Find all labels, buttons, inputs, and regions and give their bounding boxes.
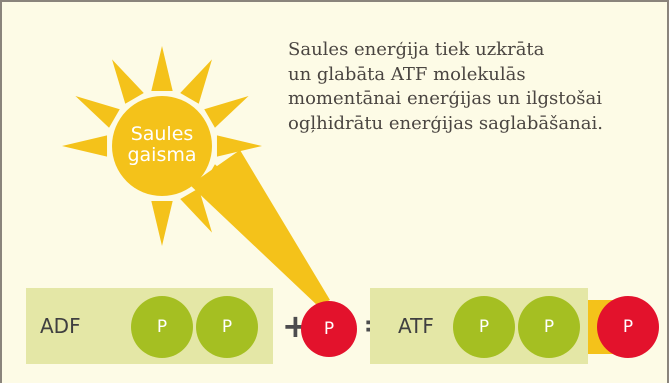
- sun-ray: [204, 96, 249, 128]
- left-border: [0, 0, 2, 383]
- adp-phosphate-2: P: [196, 296, 258, 358]
- phosphate-label: P: [221, 317, 233, 337]
- sun-ray: [62, 135, 108, 157]
- phosphate-label: P: [478, 317, 490, 337]
- sun-ray: [151, 200, 173, 246]
- phosphate-label: P: [622, 317, 634, 337]
- adp-phosphate-1: P: [131, 296, 193, 358]
- atp-phosphate-3: P: [597, 296, 659, 358]
- sun-label-line1: Saules: [130, 123, 194, 145]
- caption-text: Saules enerģija tiek uzkrāta un glabāta …: [288, 39, 603, 134]
- sun-ray: [151, 46, 173, 92]
- phosphate-label: P: [543, 317, 555, 337]
- phosphate-label: P: [323, 319, 335, 339]
- sun-label-line2: gaisma: [127, 144, 197, 166]
- atp-label: ATF: [398, 314, 434, 338]
- sun-ray: [180, 59, 212, 104]
- atp-phosphate-2: P: [518, 296, 580, 358]
- sun-label: Saules gaisma: [107, 124, 217, 166]
- sun-ray: [112, 59, 144, 104]
- sun-ray: [75, 96, 120, 128]
- free-phosphate: P: [301, 301, 357, 357]
- phosphate-label: P: [156, 317, 168, 337]
- top-border: [0, 0, 669, 2]
- sun-ray: [216, 135, 262, 157]
- sunbeam: [190, 150, 330, 306]
- sun-disc: [112, 96, 212, 196]
- sun-ray: [180, 188, 212, 233]
- right-border: [667, 0, 669, 383]
- adp-label: ADF: [40, 314, 81, 338]
- atp-phosphate-1: P: [453, 296, 515, 358]
